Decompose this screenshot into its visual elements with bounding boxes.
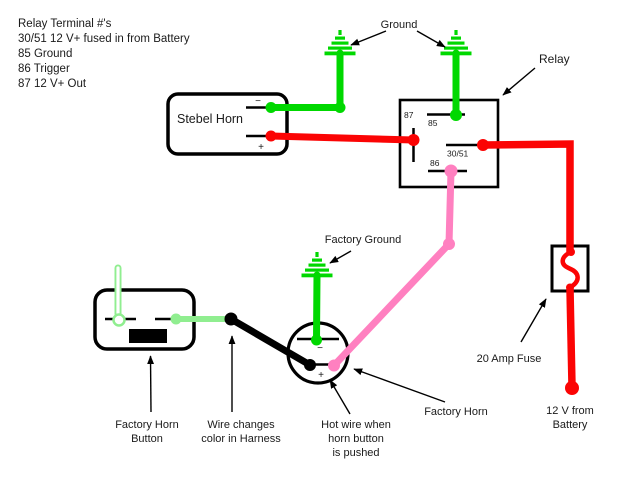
legend-line: 85 Ground [18,48,72,60]
wire-changes-label-line: Wire changes [207,419,275,431]
battery-label-line: 12 V from [546,405,594,417]
battery-wire-end-dot [565,381,579,395]
legend-line: 30/51 12 V+ fused in from Battery [18,33,190,45]
button-terminal-dot [170,313,182,325]
stebel-plus-sign: + [258,142,264,153]
trigger-wire-bend-dot [443,238,455,250]
factory-horn-button-label-line: Button [131,433,163,445]
hot-wire-label: Hot wire when horn button is pushed [321,419,391,459]
ground-symbol-left [324,30,356,56]
factory-horn-button-label: Factory Horn Button [115,419,179,445]
fuse-bottom-dot [566,283,574,292]
factory-ground-arrow [329,250,352,264]
horn-button-arrow [147,355,155,413]
ground-label: Ground [381,19,418,31]
factory-horn-arrow [353,368,446,403]
factory-ground-wire [313,271,321,344]
factory-ground-label: Factory Ground [325,234,401,246]
hot-wire-label-line: is pushed [332,447,379,459]
ground-wire-corner-dot [334,102,346,113]
fuse-label: 20 Amp Fuse [477,353,542,365]
stebel-horn-box [166,92,289,156]
relay-86-trigger-wire [330,167,455,369]
battery-label-line: Battery [553,419,588,431]
wire-changes-label: Wire changes color in Harness [201,419,281,445]
battery-feed-wire [566,288,576,387]
hot-wire-label-line: Hot wire when [321,419,391,431]
fuse-top-dot [567,248,575,256]
legend-line: 87 12 V+ Out [18,78,87,90]
relay-terminal-85-label: 85 [428,118,438,128]
horn-plus-sign: + [318,370,324,381]
fuse-element-squiggle [560,249,580,290]
horn-minus-dot [311,334,322,346]
relay-85-dot [450,109,462,121]
stebel-plus-dot [265,130,277,142]
relay-arrow [502,67,536,96]
factory-ground-symbol [301,252,333,278]
stebel-minus-dot [265,102,277,113]
stebel-minus-sign: − [255,96,261,107]
relay-terminal-labels: 87 85 30/51 86 [404,110,469,168]
button-ground-open-terminal [112,313,126,327]
ground-symbol-right [440,30,472,56]
fuse-arrow [520,298,547,343]
relay-terminal-86-label: 86 [430,158,440,168]
button-contact-block [129,329,167,343]
relay-label: Relay [539,52,570,66]
wire-changes-label-line: color in Harness [201,433,281,445]
factory-horn-label: Factory Horn [424,406,488,418]
harness-hot-wire [227,315,314,369]
relay-terminal-87-label: 87 [404,110,414,120]
legend-line: 86 Trigger [18,63,70,75]
relay-3051-dot [477,139,489,151]
relay-86-dot [444,164,458,178]
horn-hot-terminal-dot [304,359,316,371]
legend: Relay Terminal #'s 30/51 12 V+ fused in … [18,18,190,90]
ground-arrow-right [416,30,446,48]
relay-terminal-3051-label: 30/51 [447,149,469,159]
hot-wire-label-line: horn button [328,433,384,445]
relay-3051-supply-wire [482,140,574,252]
ground-arrow-left [350,30,387,46]
hot-wire-arrow [329,379,351,415]
stebel-horn-label: Stebel Horn [177,112,243,126]
harness-color-change-dot [224,312,238,326]
legend-line: Relay Terminal #'s [18,18,112,30]
horn-minus-sign: − [317,343,323,354]
factory-horn-button-label-line: Factory Horn [115,419,179,431]
relay-87-dot [407,134,420,146]
horn-plus-dot [328,359,340,372]
relay-87-to-horn-wire [267,132,417,144]
battery-label: 12 V from Battery [546,405,594,431]
